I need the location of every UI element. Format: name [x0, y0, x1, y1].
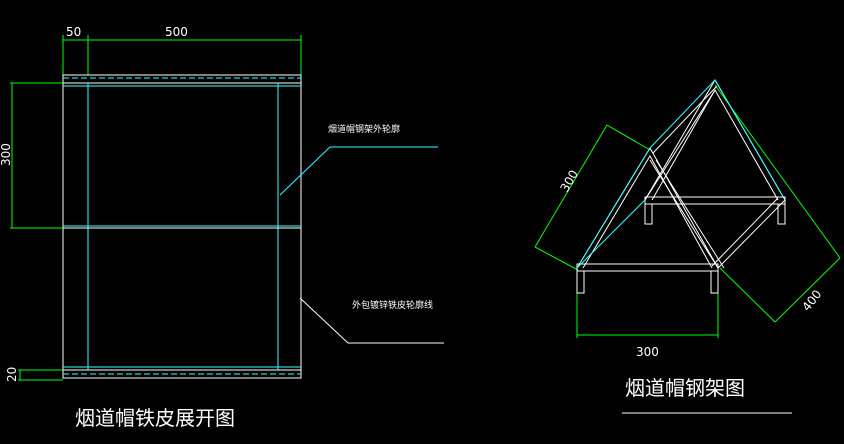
- dim-slant-left-ext2: [606, 124, 651, 151]
- side-base-beam-cyan: [576, 199, 646, 269]
- rear-base-beam: [644, 196, 786, 205]
- frame-title: 烟道帽钢架图: [625, 376, 745, 400]
- side-base-beam-2: [711, 197, 779, 267]
- side-base-beam-1: [717, 199, 786, 269]
- leader-upper-label: 烟道帽钢架外轮廓: [328, 123, 400, 135]
- leg-rear-left: [644, 203, 653, 225]
- diag-member-1: [649, 159, 719, 269]
- top-hem-strip: [62, 74, 302, 84]
- unfolded-sheet-drawing: 50 500 300 20 烟道帽钢架外轮廓 外包镀锌铁皮轮廓线: [0, 25, 444, 430]
- dim-slant-left-line: [534, 124, 608, 248]
- diag-member-2: [655, 159, 725, 269]
- dim-300-bottom-label: 300: [636, 345, 659, 359]
- ridge-beam-white: [652, 85, 718, 154]
- dim-500-label: 500: [165, 25, 188, 39]
- dim-50-label: 50: [66, 25, 81, 39]
- rear-truss-cyan-right: [714, 79, 786, 201]
- dim-slant-right-ext2: [714, 84, 841, 259]
- front-truss-cyan-left: [576, 147, 651, 269]
- ridge-beam-cyan: [649, 79, 716, 149]
- front-base-beam: [576, 263, 719, 272]
- leg-rear-right: [777, 203, 786, 225]
- leg-front-right: [710, 270, 719, 294]
- unfolded-title: 烟道帽铁皮展开图: [75, 406, 235, 430]
- leg-front-left: [576, 270, 585, 294]
- steel-frame-drawing: 300 400 300: [534, 79, 841, 414]
- dim-300-left-label: 300: [0, 143, 13, 166]
- dim-400-slant-label: 400: [799, 287, 824, 314]
- dim-slant-right-line: [774, 257, 841, 323]
- front-truss-inner: [582, 154, 713, 269]
- diag-member-3: [644, 89, 716, 201]
- dim-slant-right-ext1: [719, 267, 776, 323]
- dim-20-label: 20: [5, 367, 19, 382]
- dim-slant-left-ext1: [534, 246, 579, 271]
- front-truss-outer: [576, 147, 719, 269]
- leader-lower: [299, 297, 444, 344]
- leader-lower-label: 外包镀锌铁皮轮廓线: [352, 299, 433, 311]
- dim-300-slant-label: 300: [557, 168, 581, 195]
- leader-upper: [279, 146, 438, 196]
